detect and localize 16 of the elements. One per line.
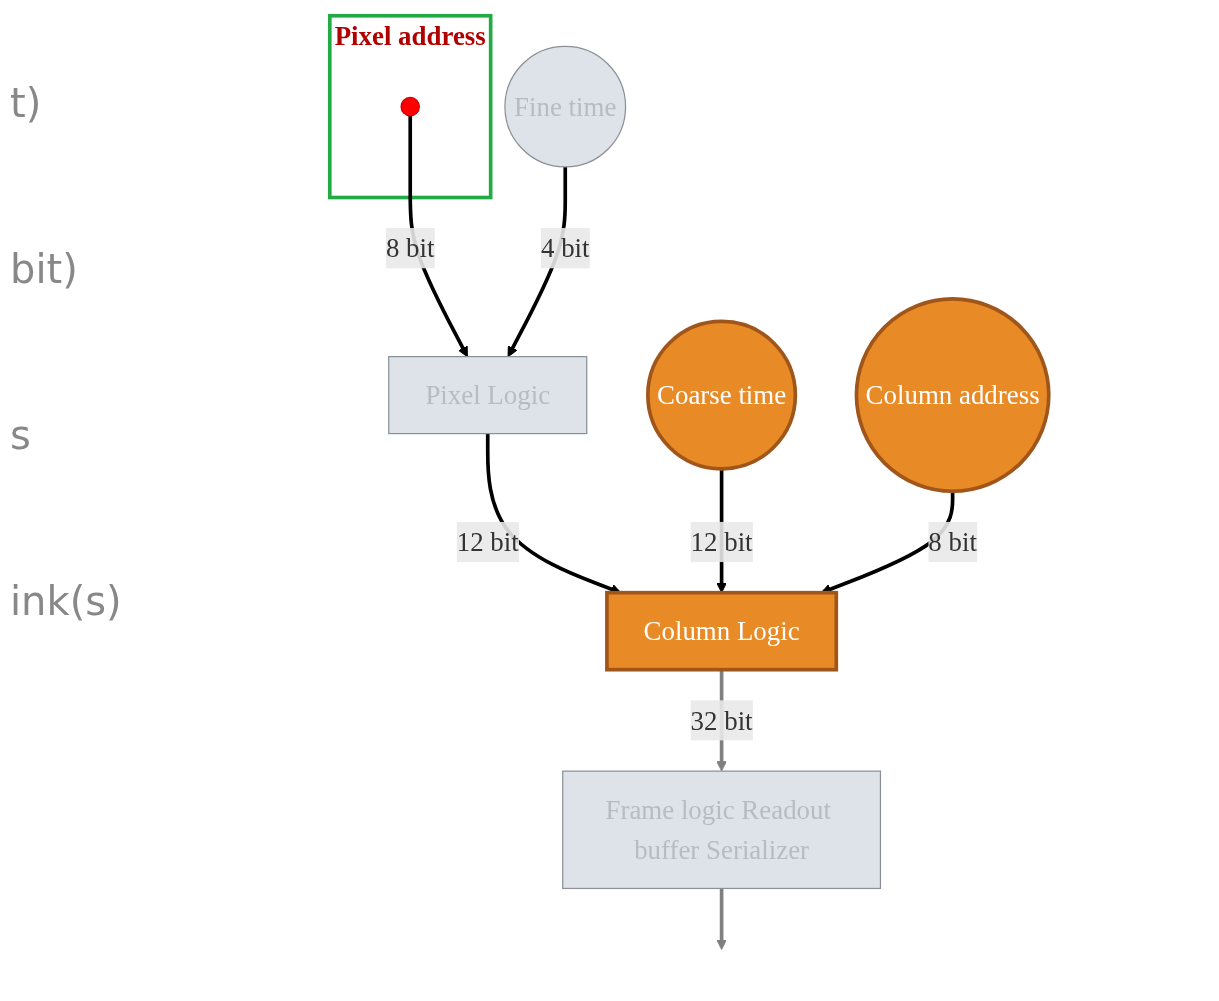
edge-label: 12 bit (456, 526, 519, 557)
slide-text-fragment: bit) (10, 246, 79, 292)
node-circle: Coarse time (646, 319, 798, 471)
node-circle: Column address (854, 296, 1051, 493)
node-circle (400, 96, 421, 116)
edge-label: 12 bit (690, 526, 753, 557)
edge-label: 8 bit (386, 232, 435, 264)
edge-label: 32 bit (690, 704, 753, 736)
slide-text-fragment: t) (10, 80, 43, 126)
edge-label: 4 bit (541, 232, 590, 264)
arrow (716, 887, 728, 950)
slide-text-fragment: ink(s) (10, 578, 123, 624)
cluster: Pixel address (328, 13, 493, 199)
slide-text-fragment: s (10, 412, 32, 458)
node-box: Column Logic (605, 590, 839, 672)
edge-label: 8 bit (928, 526, 978, 557)
